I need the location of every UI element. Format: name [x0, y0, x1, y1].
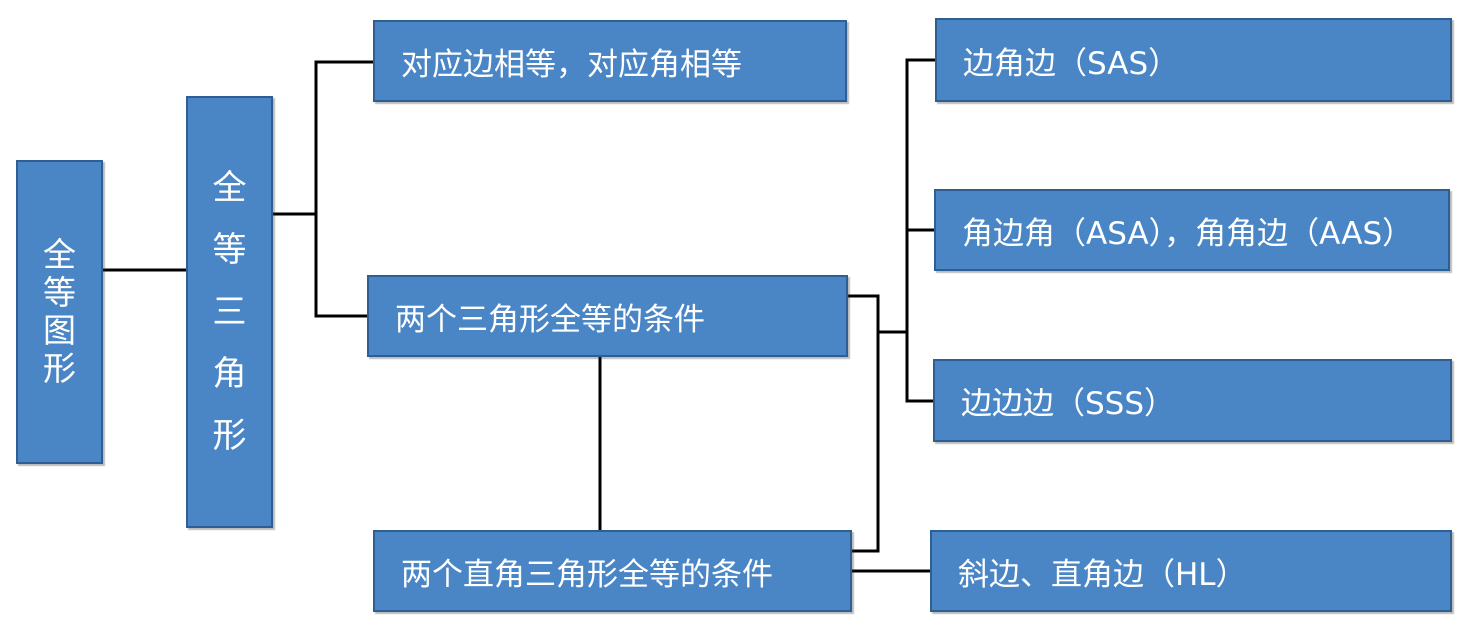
node-sss: 边边边（SSS）	[933, 359, 1452, 442]
node-congruent-figures-label: 全等图形	[43, 235, 76, 388]
node-right-triangle-conditions: 两个直角三角形全等的条件	[373, 530, 852, 612]
node-triangle-conditions: 两个三角形全等的条件	[367, 275, 848, 357]
node-corresponding-equal: 对应边相等，对应角相等	[373, 20, 847, 102]
node-sss-label: 边边边（SSS）	[961, 386, 1176, 422]
node-congruent-figures: 全等图形	[16, 160, 103, 464]
node-asa-aas: 角边角（ASA），角角边（AAS）	[934, 189, 1450, 271]
node-hl-label: 斜边、直角边（HL）	[958, 556, 1247, 593]
node-asa-aas-label: 角边角（ASA），角角边（AAS）	[962, 215, 1414, 252]
node-sas: 边角边（SAS）	[935, 18, 1452, 102]
node-sas-label: 边角边（SAS）	[963, 45, 1180, 82]
node-right-triangle-conditions-label: 两个直角三角形全等的条件	[401, 556, 773, 593]
connector-branch-vertical	[314, 60, 375, 318]
node-congruent-triangles: 全等三角形	[186, 96, 273, 528]
node-congruent-triangles-label: 全等三角形	[212, 168, 247, 456]
node-corresponding-equal-label: 对应边相等，对应角相等	[401, 46, 742, 83]
connector-conditions-bracket	[845, 294, 880, 553]
node-triangle-conditions-label: 两个三角形全等的条件	[395, 301, 705, 338]
node-hl: 斜边、直角边（HL）	[930, 530, 1452, 612]
